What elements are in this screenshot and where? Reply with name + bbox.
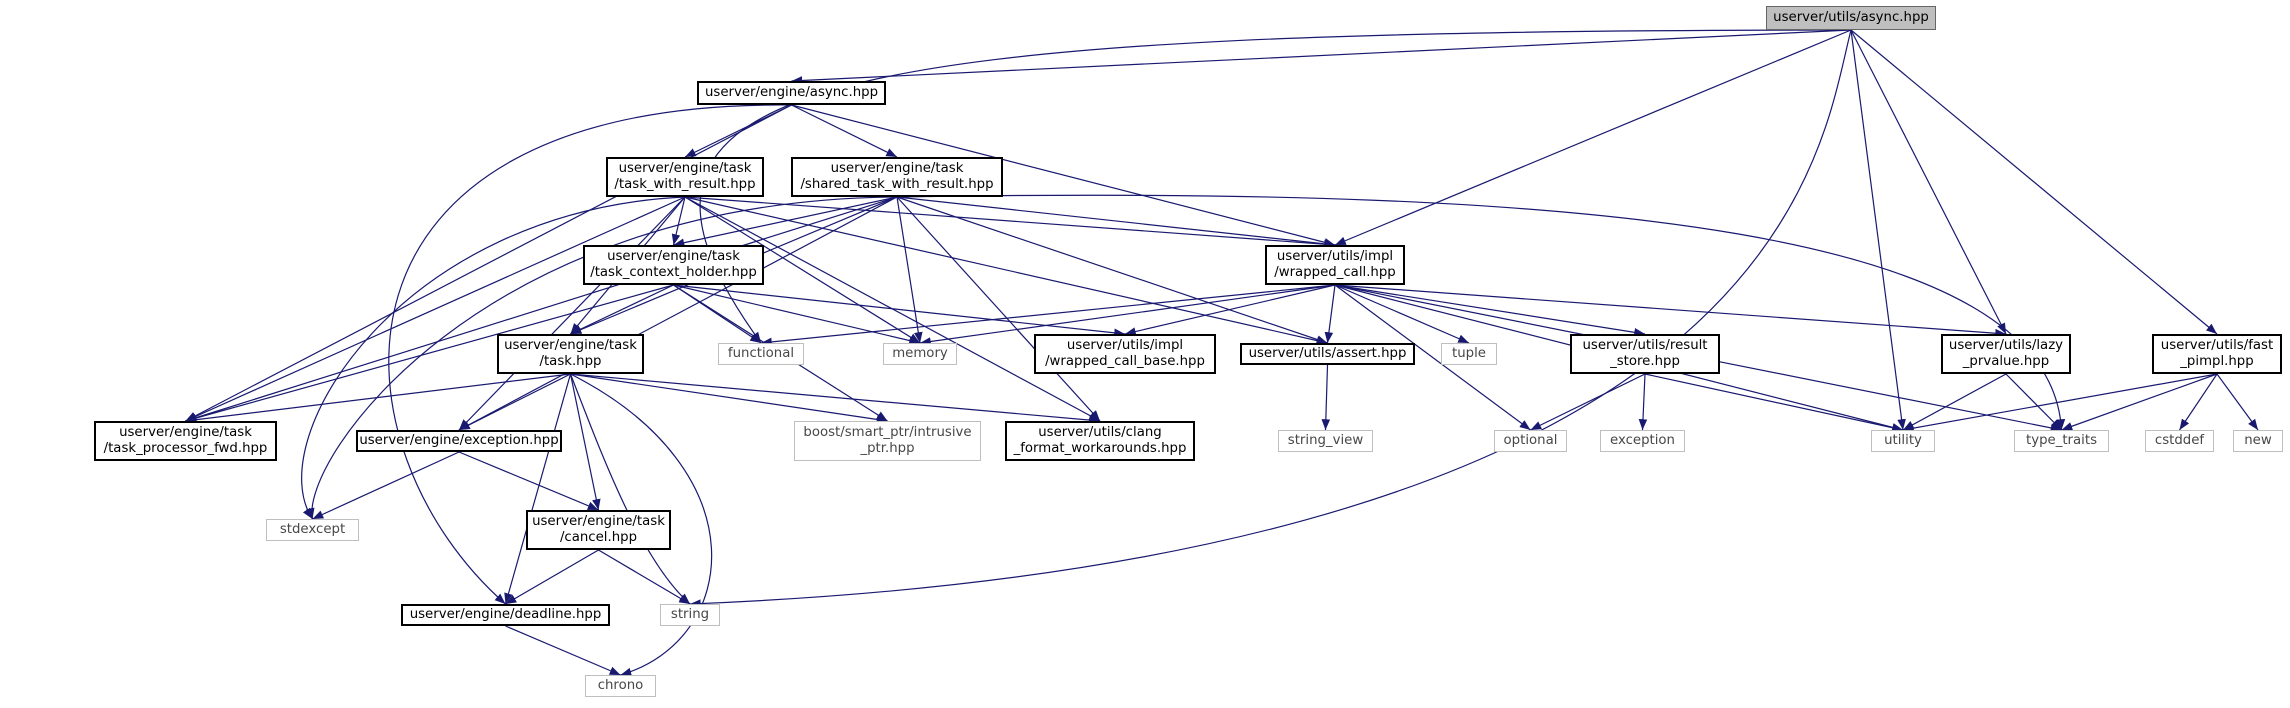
edge-wrapped_call-to-wrapped_call_base [1124, 284, 1336, 336]
edge-wrapped_call-to-memory [919, 284, 1336, 346]
edge-shared_task-to-task_processor_fwd [185, 196, 898, 422]
edge-shared_task-to-exception_hpp [458, 196, 898, 431]
edge-task_with_result-to-stdexcept [301, 196, 686, 520]
node-chrono: chrono [585, 675, 656, 697]
edge-wrapped_call-to-result_store [1334, 284, 1646, 337]
edge-task-to-task_processor_fwd [185, 373, 571, 424]
edge-result_store-to-exception_std [1638, 373, 1648, 431]
edge-shared_task-to-stdexcept [306, 196, 898, 520]
node-shared-task-with-result-hpp[interactable]: userver/engine/task /shared_task_with_re… [791, 157, 1003, 197]
edge-task-to-exception_hpp [458, 373, 571, 431]
edge-exception_hpp-to-cancel [458, 451, 599, 511]
edge-result_store-to-utility [1644, 373, 1904, 432]
edge-task-to-clang_format [570, 373, 1101, 425]
node-wrapped-call-base-hpp[interactable]: userver/utils/impl /wrapped_call_base.hp… [1034, 334, 1216, 374]
node-memory: memory [883, 343, 957, 365]
edge-task_with_result-to-assert [684, 196, 1328, 345]
edge-cancel-to-string_hdr [598, 549, 691, 605]
edge-task_with_result-to-memory [684, 196, 921, 344]
edge-task_context_holder-to-task [570, 284, 674, 335]
edge-root-to-wrapped_call [1334, 29, 1852, 246]
edge-task-to-cancel [569, 373, 601, 511]
node-functional: functional [718, 343, 804, 365]
edge-root-to-utility [1850, 29, 1906, 431]
edge-task_context_holder-to-memory [673, 284, 921, 345]
edge-root-to-string_hdr [689, 29, 1852, 608]
node-string-view: string_view [1278, 430, 1373, 452]
edge-task_context_holder-to-wrapped_call_base [673, 284, 1126, 338]
node-boost-intrusive-ptr-hpp: boost/smart_ptr/intrusive _ptr.hpp [794, 421, 981, 461]
node-stdexcept: stdexcept [266, 519, 359, 541]
node-cstddef: cstddef [2145, 430, 2214, 452]
node-wrapped-call-hpp[interactable]: userver/utils/impl /wrapped_call.hpp [1265, 245, 1405, 285]
edge-exception_hpp-to-stdexcept [312, 451, 460, 520]
edge-shared_task-to-task_context_holder [673, 196, 898, 247]
edge-engine_async-to-deadline [388, 104, 792, 605]
node-optional: optional [1494, 430, 1567, 452]
edge-root-to-lazy_prvalue [1850, 29, 2007, 335]
node-utility: utility [1871, 430, 1935, 452]
edge-fast_pimpl-to-type_traits [2061, 373, 2218, 431]
node-clang-format-workarounds-hpp[interactable]: userver/utils/clang _format_workarounds.… [1005, 421, 1195, 461]
edge-wrapped_call-to-assert [1324, 284, 1336, 344]
node-utils-async-hpp[interactable]: userver/utils/async.hpp [1766, 6, 1936, 30]
edge-task_with_result-to-wrapped_call [684, 196, 1336, 249]
edge-task_with_result-to-task_processor_fwd [185, 196, 686, 422]
node-fast-pimpl-hpp[interactable]: userver/utils/fast _pimpl.hpp [2152, 334, 2282, 374]
node-new: new [2233, 430, 2283, 452]
node-task-with-result-hpp[interactable]: userver/engine/task /task_with_result.hp… [606, 157, 764, 197]
edge-assert-to-string_view [1321, 364, 1331, 431]
edge-task-to-chrono [570, 373, 713, 677]
edge-task_context_holder-to-task_processor_fwd [185, 284, 674, 423]
edge-shared_task-to-memory [896, 196, 923, 344]
edge-fast_pimpl-to-new_hdr [2216, 373, 2259, 431]
edge-fast_pimpl-to-cstddef [2179, 373, 2218, 431]
node-cancel-hpp[interactable]: userver/engine/task /cancel.hpp [526, 510, 671, 550]
edge-wrapped_call-to-tuple [1334, 284, 1470, 344]
node-engine-async-hpp[interactable]: userver/engine/async.hpp [697, 81, 886, 105]
edge-engine_async-to-shared_task [791, 104, 898, 158]
edge-fast_pimpl-to-utility [1902, 373, 2218, 433]
edge-lazy_prvalue-to-utility [1902, 373, 2007, 431]
node-result-store-hpp[interactable]: userver/utils/result _store.hpp [1570, 334, 1720, 374]
edge-task-to-intrusive_ptr [570, 373, 888, 424]
node-string: string [660, 604, 720, 626]
node-type-traits: type_traits [2014, 430, 2109, 452]
node-lazy-prvalue-hpp[interactable]: userver/utils/lazy _prvalue.hpp [1941, 334, 2071, 374]
node-assert-hpp[interactable]: userver/utils/assert.hpp [1240, 343, 1415, 365]
edge-deadline-to-chrono [505, 625, 621, 676]
edge-task-to-string_hdr [569, 373, 691, 605]
edge-shared_task-to-clang_format [896, 196, 1101, 422]
edge-task-to-deadline [504, 373, 572, 605]
edge-result_store-to-optional [1530, 373, 1646, 431]
edge-root-to-fast_pimpl [1850, 29, 2218, 335]
edge-root-to-engine_async [791, 29, 1852, 85]
node-exception: exception [1600, 430, 1685, 452]
node-task-processor-fwd-hpp[interactable]: userver/engine/task /task_processor_fwd.… [94, 421, 277, 461]
node-deadline-hpp[interactable]: userver/engine/deadline.hpp [401, 604, 610, 626]
edge-shared_task-to-wrapped_call [896, 196, 1336, 249]
node-task-hpp[interactable]: userver/engine/task /task.hpp [497, 334, 644, 374]
node-engine-exception-hpp[interactable]: userver/engine/exception.hpp [356, 430, 562, 452]
edge-shared_task-to-assert [896, 196, 1328, 344]
edge-wrapped_call-to-functional [760, 284, 1336, 347]
node-tuple: tuple [1441, 343, 1497, 365]
edge-wrapped_call-to-lazy_prvalue [1334, 284, 2007, 338]
edge-task_with_result-to-task_context_holder [671, 196, 686, 246]
node-task-context-holder-hpp[interactable]: userver/engine/task /task_context_holder… [583, 245, 764, 285]
edge-cancel-to-deadline [505, 549, 599, 605]
edge-lazy_prvalue-to-type_traits [2005, 373, 2062, 431]
edge-wrapped_call-to-optional [1334, 284, 1531, 431]
edge-engine_async-to-wrapped_call [791, 104, 1336, 247]
